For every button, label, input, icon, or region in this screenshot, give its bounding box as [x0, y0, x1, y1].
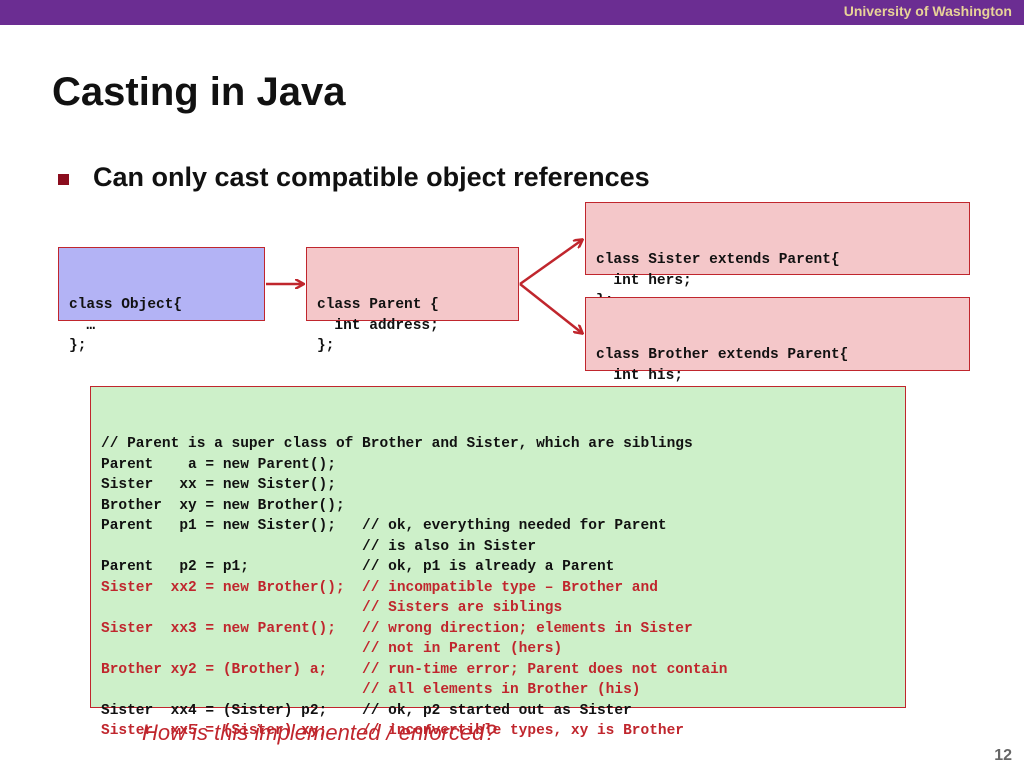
code-line: Parent a = new Parent(); [101, 456, 336, 473]
arrow-parent-to-sister [519, 240, 582, 286]
class-sister-box: class Sister extends Parent{ int hers;}; [585, 202, 970, 309]
code-line: class Sister extends Parent{ [596, 252, 840, 268]
code-line: }; [69, 338, 87, 354]
code-line: Sister xx = new Sister(); [101, 477, 336, 493]
code-line-error: // all elements in Brother (his) [101, 682, 641, 698]
code-line: Sister xx4 = (Sister) p2; // ok, p2 star… [101, 702, 632, 719]
institution-label: University of Washington [843, 3, 1012, 19]
code-line: }; [317, 338, 335, 354]
code-line: Brother xy = new Brother(); [101, 497, 345, 514]
code-example-box: // Parent is a super class of Brother an… [90, 386, 906, 739]
arrow-parent-to-brother [519, 283, 582, 333]
code-line: Parent p2 = p1; // ok, p1 is already a P… [101, 559, 615, 575]
class-parent-box: class Parent { int address;}; [306, 247, 519, 354]
header-bar: University of Washington [0, 0, 1024, 25]
class-object-box: class Object{ …}; [58, 247, 265, 354]
slide-title: Casting in Java [52, 70, 346, 114]
code-line: int hers; [596, 272, 692, 289]
code-line-error: // not in Parent (hers) [101, 641, 563, 657]
bullet-text: Can only cast compatible object referenc… [93, 162, 650, 192]
code-line: // is also in Sister [101, 538, 537, 555]
code-line-error: Sister xx2 = new Brother(); // incompati… [101, 579, 658, 596]
code-line-error: // Sisters are siblings [101, 600, 563, 616]
code-line: int his; [596, 367, 684, 384]
code-line: class Brother extends Parent{ [596, 347, 849, 363]
code-line-error: Sister xx5 = (Sister) xy; // inconvertib… [101, 723, 684, 739]
code-line-error: Brother xy2 = (Brother) a; // run-time e… [101, 661, 728, 678]
question-text: How is this implemented / enforced? [142, 720, 497, 745]
class-brother-box: class Brother extends Parent{ int his;}; [585, 297, 970, 404]
code-line: // Parent is a super class of Brother an… [101, 436, 693, 452]
code-line: Parent p1 = new Sister(); // ok, everyth… [101, 518, 667, 534]
code-line: class Parent { [317, 297, 439, 313]
square-bullet-icon [58, 174, 69, 185]
code-line: int address; [317, 317, 439, 334]
code-line: class Object{ [69, 297, 183, 313]
page-number: 12 [994, 747, 1012, 764]
code-line-error: Sister xx3 = new Parent(); // wrong dire… [101, 620, 693, 637]
bullet-item: Can only cast compatible object referenc… [58, 162, 650, 193]
code-line: … [69, 317, 96, 334]
